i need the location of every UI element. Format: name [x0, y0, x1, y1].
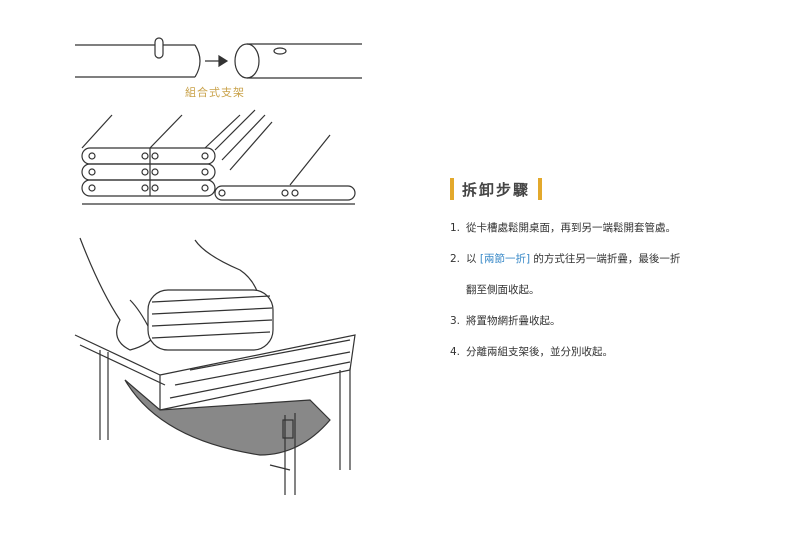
section-title: 拆卸步驟 — [462, 179, 530, 200]
step-3: 3.將置物網折疊收起。 — [450, 313, 790, 329]
accent-bar-left — [450, 178, 454, 200]
highlight-text: [兩節一折] — [480, 253, 530, 265]
tube-connector-diagram — [75, 38, 362, 78]
step-1: 1.從卡槽處鬆開桌面，再到另一端鬆開套管處。 — [450, 220, 790, 236]
slat-fold-diagram — [82, 110, 355, 204]
table-folding-illustration — [75, 238, 355, 495]
accent-bar-right — [538, 178, 542, 200]
step-4: 4.分離兩組支架後，並分別收起。 — [450, 344, 790, 360]
diagram-caption: 組合式支架 — [160, 84, 270, 100]
section-header: 拆卸步驟 — [450, 176, 790, 202]
instructions-panel: 拆卸步驟 1.從卡槽處鬆開桌面，再到另一端鬆開套管處。 2.以 [兩節一折] 的… — [450, 176, 790, 375]
step-2: 2.以 [兩節一折] 的方式往另一端折疊，最後一折 翻至側面收起。 — [450, 251, 790, 298]
step-2-continuation: 翻至側面收起。 — [450, 282, 790, 298]
